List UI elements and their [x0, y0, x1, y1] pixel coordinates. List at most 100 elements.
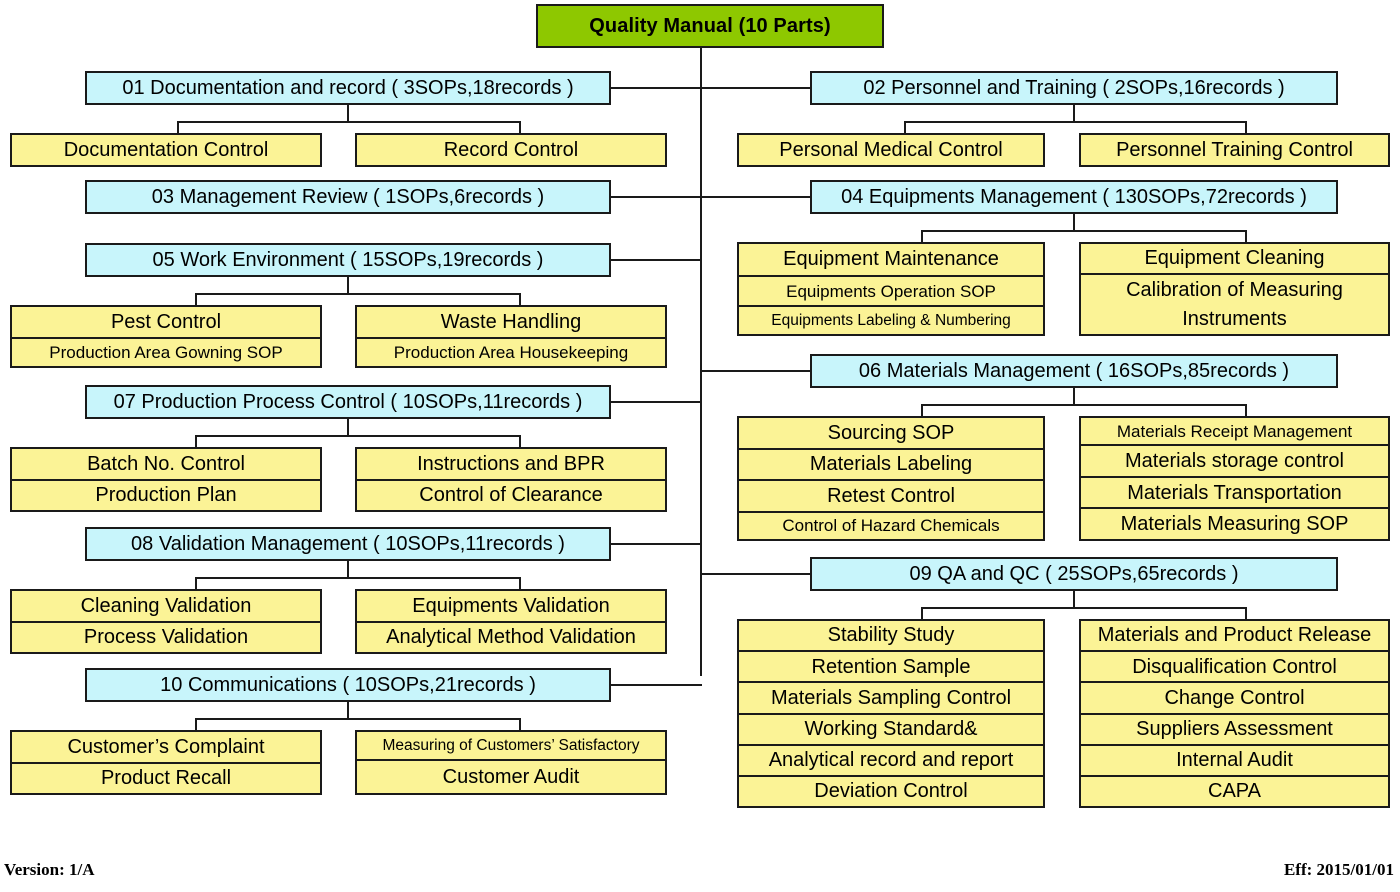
item-box: Production Area Housekeeping — [393, 342, 629, 362]
connector-07-stem — [347, 419, 349, 436]
item-box: Product Recall — [100, 767, 232, 790]
connector-05-to-spine — [611, 259, 702, 261]
item-box: Customer Audit — [442, 765, 580, 788]
connector-08-bar — [195, 577, 520, 579]
connector-07-to-spine — [611, 401, 702, 403]
connector-06-stem — [1073, 388, 1075, 405]
connector-09-stem — [1073, 591, 1075, 608]
section-header-08: 08 Validation Management ( 10SOPs,11reco… — [85, 527, 611, 561]
item-box: Production Area Gowning SOP — [49, 342, 283, 362]
section-header-05: 05 Work Environment ( 15SOPs,19records ) — [85, 243, 611, 277]
item-box: Materials Sampling Control — [739, 683, 1043, 715]
footer-effective-date: Eff: 2015/01/01 — [1283, 860, 1394, 879]
items-06-left: Sourcing SOP Materials Labeling Retest C… — [737, 416, 1045, 541]
connector-08-stem — [347, 561, 349, 578]
items-09-right: Materials and Product Release Disqualifi… — [1079, 619, 1390, 808]
connector-04-stem — [1073, 214, 1075, 231]
items-01-left: Documentation Control — [10, 133, 322, 167]
item-box: Customer’s Complaint — [12, 732, 320, 764]
connector-06-to-spine — [700, 370, 812, 372]
items-07-right: Instructions and BPR Control of Clearanc… — [355, 447, 667, 512]
item-box: Equipment Maintenance — [739, 244, 1043, 278]
section-header-07: 07 Production Process Control ( 10SOPs,1… — [85, 385, 611, 419]
item-box: CAPA — [1208, 780, 1261, 803]
connector-10-right-drop — [519, 718, 521, 731]
item-box: Equipments Labeling & Numbering — [771, 311, 1011, 329]
section-header-06: 06 Materials Management ( 16SOPs,85recor… — [810, 354, 1338, 388]
item-box: Materials and Product Release — [1081, 621, 1388, 653]
connector-04-to-spine — [700, 196, 812, 198]
section-header-03: 03 Management Review ( 1SOPs,6records ) — [85, 180, 611, 214]
item-box: Control of Hazard Chemicals — [782, 516, 1000, 536]
item-box: Control of Clearance — [419, 484, 603, 507]
items-05-left: Pest Control Production Area Gowning SOP — [10, 305, 322, 368]
item-box: Calibration of Measuring — [1126, 278, 1343, 301]
item-box: Production Plan — [95, 484, 237, 507]
items-01-right: Record Control — [355, 133, 667, 167]
item-box: Suppliers Assessment — [1081, 715, 1388, 746]
footer-version: Version: 1/A — [4, 860, 95, 879]
connector-01-to-spine — [611, 87, 702, 89]
items-02-right: Personnel Training Control — [1079, 133, 1390, 167]
connector-07-bar — [195, 435, 520, 437]
connector-07-left-drop — [195, 435, 197, 448]
item-box: Retention Sample — [739, 652, 1043, 684]
items-04-left: Equipment Maintenance Equipments Operati… — [737, 242, 1045, 336]
items-06-right: Materials Receipt Management Materials s… — [1079, 416, 1390, 541]
item-box: Instructions and BPR — [357, 449, 665, 481]
item-box: Materials storage control — [1081, 446, 1388, 478]
item-box: Working Standard& — [739, 715, 1043, 746]
item-box: Stability Study — [739, 621, 1043, 653]
connector-09-left-drop — [921, 607, 923, 620]
connector-02-left-drop — [904, 121, 906, 134]
item-box: Analytical Method Validation — [386, 626, 636, 649]
quality-manual-title-box: Quality Manual (10 Parts) — [536, 4, 884, 48]
item-box: Retest Control — [739, 481, 1043, 513]
item-box: Instruments — [1182, 308, 1287, 331]
connector-09-right-drop — [1245, 607, 1247, 620]
connector-02-stem — [1073, 105, 1075, 122]
item-box: Measuring of Customers’ Satisfactory — [357, 732, 665, 762]
item-box: Materials Labeling — [739, 450, 1043, 482]
item-box: Equipments Validation — [357, 591, 665, 623]
items-09-left: Stability Study Retention Sample Materia… — [737, 619, 1045, 808]
item-box: Materials Receipt Management — [1081, 418, 1388, 447]
connector-02-to-spine — [700, 87, 812, 89]
item-box: Disqualification Control — [1081, 652, 1388, 684]
item-box: Change Control — [1081, 683, 1388, 715]
item-box: Materials Transportation — [1081, 478, 1388, 510]
connector-09-to-spine — [700, 573, 812, 575]
connector-02-right-drop — [1245, 121, 1247, 134]
connector-10-left-drop — [195, 718, 197, 731]
items-05-right: Waste Handling Production Area Housekeep… — [355, 305, 667, 368]
section-header-01: 01 Documentation and record ( 3SOPs,18re… — [85, 71, 611, 105]
connector-04-right-drop — [1245, 230, 1247, 243]
connector-10-to-spine — [611, 684, 702, 686]
connector-05-left-drop — [195, 293, 197, 306]
items-02-left: Personal Medical Control — [737, 133, 1045, 167]
connector-08-right-drop — [519, 577, 521, 590]
connector-03-to-spine — [611, 196, 702, 198]
connector-06-right-drop — [1245, 404, 1247, 417]
item-box: Waste Handling — [357, 307, 665, 340]
connector-01-right-drop — [519, 121, 521, 134]
connector-05-right-drop — [519, 293, 521, 306]
connector-10-bar — [195, 718, 520, 720]
connector-01-left-drop — [177, 121, 179, 134]
item-box: Equipments Operation SOP — [739, 277, 1043, 308]
connector-08-to-spine — [611, 543, 702, 545]
connector-04-left-drop — [921, 230, 923, 243]
items-08-left: Cleaning Validation Process Validation — [10, 589, 322, 654]
item-box: Materials Measuring SOP — [1120, 513, 1349, 536]
section-header-02: 02 Personnel and Training ( 2SOPs,16reco… — [810, 71, 1338, 105]
connector-05-bar — [195, 293, 520, 295]
connector-10-stem — [347, 702, 349, 719]
items-04-right: Equipment Cleaning Calibration of Measur… — [1079, 242, 1390, 336]
section-header-09: 09 QA and QC ( 25SOPs,65records ) — [810, 557, 1338, 591]
section-header-10: 10 Communications ( 10SOPs,21records ) — [85, 668, 611, 702]
connector-01-stem — [347, 105, 349, 122]
item-box: Equipment Cleaning — [1081, 244, 1388, 276]
connector-06-left-drop — [921, 404, 923, 417]
item-box: Record Control — [443, 138, 579, 161]
